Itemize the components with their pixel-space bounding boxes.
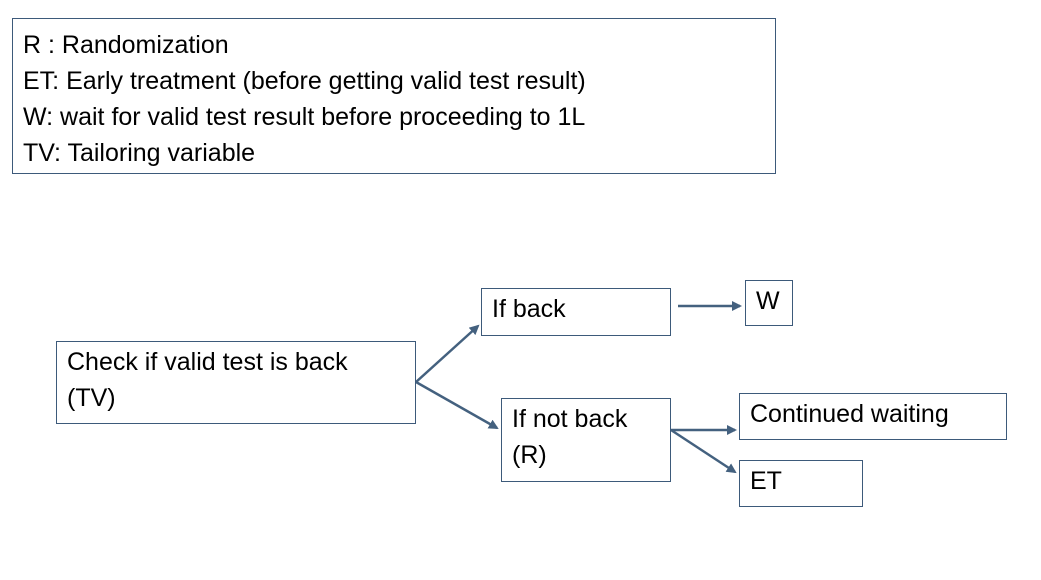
arrow-check-to-back bbox=[415, 324, 480, 383]
node-if-not-back-line1: If not back bbox=[512, 405, 628, 433]
node-check-line2: (TV) bbox=[67, 384, 116, 412]
arrow-check-to-not-back bbox=[415, 380, 499, 430]
node-w: W bbox=[745, 280, 793, 326]
legend-line-randomization: R : Randomization bbox=[23, 31, 229, 59]
node-continued-waiting: Continued waiting bbox=[739, 393, 1007, 440]
legend-line-wait: W: wait for valid test result before pro… bbox=[23, 103, 586, 131]
node-if-back: If back bbox=[481, 288, 671, 336]
arrow-not-back-to-et bbox=[670, 428, 737, 474]
legend-line-tailoring-variable: TV: Tailoring variable bbox=[23, 139, 256, 167]
legend-box: R : Randomization ET: Early treatment (b… bbox=[12, 18, 776, 174]
node-check-line1: Check if valid test is back bbox=[67, 348, 348, 376]
node-w-label: W bbox=[756, 287, 780, 315]
node-if-not-back-line2: (R) bbox=[512, 441, 547, 469]
node-if-not-back: If not back (R) bbox=[501, 398, 671, 482]
node-et-label: ET bbox=[750, 467, 782, 495]
node-check-valid-test: Check if valid test is back (TV) bbox=[56, 341, 416, 424]
node-et: ET bbox=[739, 460, 863, 507]
node-if-back-label: If back bbox=[492, 295, 566, 323]
node-continued-waiting-label: Continued waiting bbox=[750, 400, 949, 428]
legend-line-early-treatment: ET: Early treatment (before getting vali… bbox=[23, 67, 586, 95]
